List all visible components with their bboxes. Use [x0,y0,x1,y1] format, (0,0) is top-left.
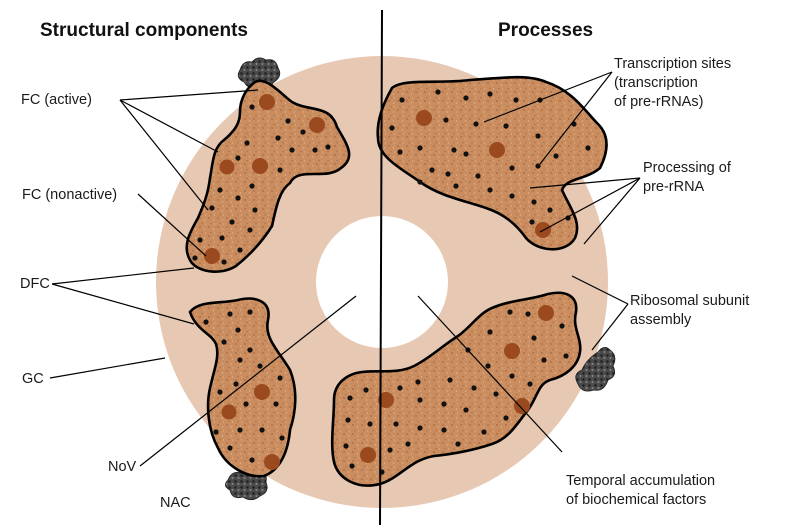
fc-spot [220,160,235,175]
fc-spot [222,405,237,420]
fc-spot [259,94,275,110]
label-transcription-sites-line-3: of pre-rRNAs) [614,93,731,112]
heading-processes: Processes [498,20,593,42]
fc-spot [360,447,376,463]
fc-spot [489,142,505,158]
label-temporal-line-1: Temporal accumulation [566,472,715,491]
fc-spot [538,305,554,321]
label-dfc: DFC [20,275,50,294]
label-fc-active: FC (active) [21,91,92,110]
heading-structural-components: Structural components [40,20,248,42]
label-transcription-sites-line-1: Transcription sites [614,55,731,74]
fc-spot [504,343,520,359]
fc-spot [252,158,268,174]
label-nov: NoV [108,458,136,477]
label-processing-line-2: pre-rRNA [643,178,731,197]
label-processing-line-1: Processing of [643,159,731,178]
label-ribosomal-assembly: Ribosomal subunit assembly [630,292,749,330]
label-fc-nonactive: FC (nonactive) [22,186,117,205]
label-ribosomal-line-1: Ribosomal subunit [630,292,749,311]
fc-spot [254,384,270,400]
fc-spot [309,117,325,133]
label-gc: GC [22,370,44,389]
label-ribosomal-line-2: assembly [630,311,749,330]
fc-spot [514,398,530,414]
fc-spot [204,248,220,264]
label-temporal-line-2: of biochemical factors [566,491,715,510]
label-processing: Processing of pre-rRNA [643,159,731,197]
fc-spot [264,454,280,470]
fc-spot [416,110,432,126]
label-nac: NAC [160,494,191,513]
label-transcription-sites-line-2: (transcription [614,74,731,93]
label-transcription-sites: Transcription sites (transcription of pr… [614,55,731,112]
label-temporal-accumulation: Temporal accumulation of biochemical fac… [566,472,715,510]
